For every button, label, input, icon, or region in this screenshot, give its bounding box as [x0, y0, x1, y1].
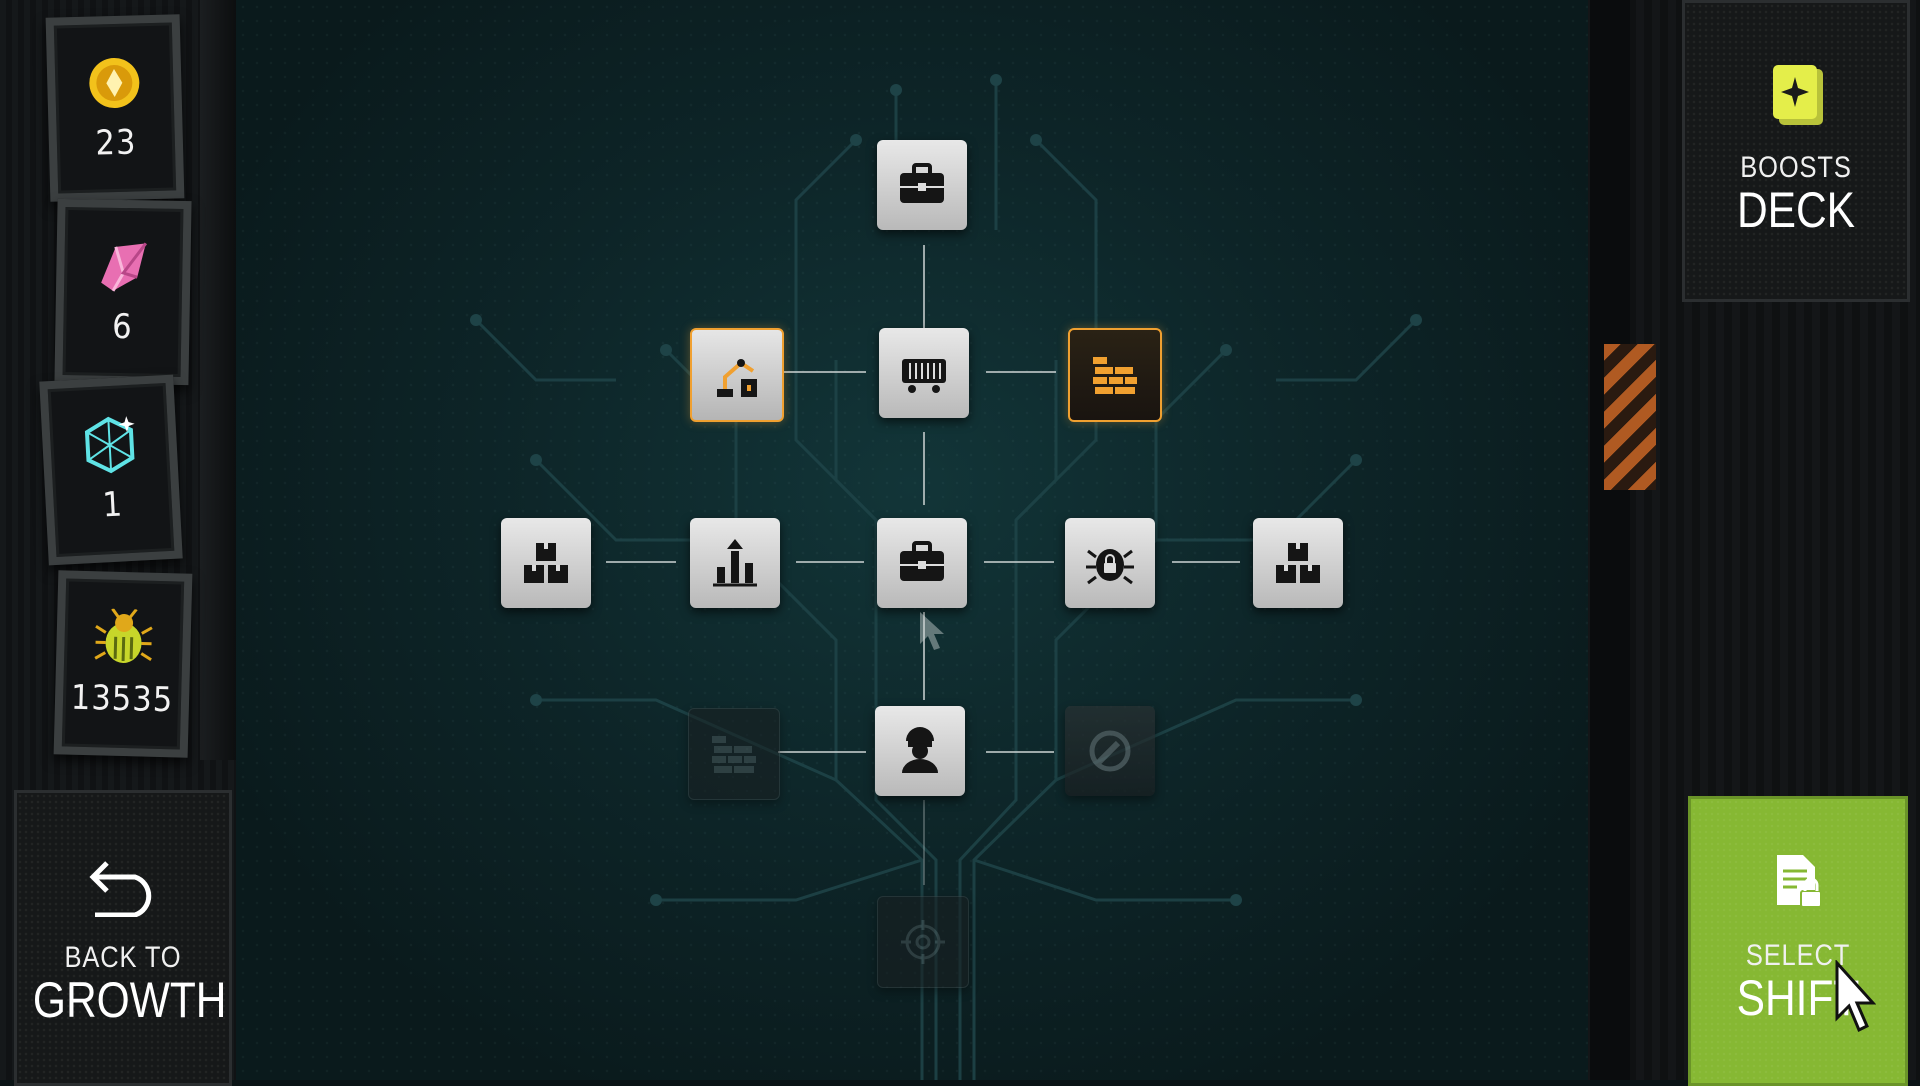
node-boxes-left[interactable] [501, 518, 591, 608]
node-robot-arm[interactable] [690, 328, 784, 422]
security-bug-icon [1086, 549, 1134, 585]
resource-coin: 23 [45, 14, 185, 202]
bricks-icon [1093, 357, 1137, 394]
node-conveyor[interactable] [879, 328, 969, 418]
node-boxes-right[interactable] [1253, 518, 1343, 608]
resource-shard: 6 [54, 198, 192, 386]
node-bricks-locked[interactable] [688, 708, 780, 800]
node-growth-chart[interactable] [690, 518, 780, 608]
back-arrow-icon [17, 853, 229, 922]
bricks-icon [712, 736, 756, 773]
coin-icon [84, 52, 146, 114]
briefcase-icon [900, 541, 944, 581]
boost-card-icon [1771, 65, 1825, 132]
rail-divider [1590, 0, 1630, 1080]
node-wrench-locked[interactable] [1065, 706, 1155, 796]
mouse-cursor-icon [1834, 959, 1877, 1041]
bar-chart-icon [713, 539, 757, 587]
node-security-bug[interactable] [1065, 518, 1155, 608]
circuit-traces [470, 74, 1422, 1080]
hazard-stripes [1604, 344, 1656, 490]
cursor-ghost-icon [918, 610, 946, 659]
select-label-line1: SELECT [1745, 939, 1851, 972]
back-label-line1: BACK TO [64, 941, 182, 974]
node-bricks-gold[interactable] [1068, 328, 1162, 422]
conveyor-icon [902, 359, 946, 393]
node-briefcase-center[interactable] [877, 518, 967, 608]
node-briefcase-top[interactable] [877, 140, 967, 230]
select-shift-button[interactable]: SELECT SHIFT [1688, 796, 1908, 1086]
resource-gem: 1 [39, 374, 183, 566]
coin-count: 23 [94, 122, 137, 164]
boosts-label-line2: DECK [1736, 182, 1856, 238]
resource-bug: 13535 [53, 570, 193, 758]
briefcase-icon [900, 163, 944, 203]
node-worker[interactable] [875, 706, 965, 796]
boosts-label-line1: BOOSTS [1740, 151, 1852, 184]
target-icon [901, 920, 945, 964]
wrench-icon [1089, 730, 1131, 772]
bug-icon [93, 608, 155, 670]
robot-arm-icon [717, 359, 757, 397]
boosts-deck-button[interactable]: BOOSTS DECK [1682, 0, 1910, 302]
boxes-icon [1276, 543, 1320, 583]
gem-icon [78, 414, 141, 477]
back-label-line2: GROWTH [32, 972, 227, 1028]
document-lock-icon [1773, 853, 1825, 916]
gem-count: 1 [101, 484, 125, 526]
worker-icon [902, 727, 938, 773]
crystal-shard-icon [93, 236, 154, 297]
node-root-target[interactable] [877, 896, 969, 988]
shard-count: 6 [111, 306, 133, 348]
bug-count: 13535 [70, 677, 174, 721]
back-to-growth-button[interactable]: BACK TO GROWTH [14, 790, 232, 1086]
boxes-icon [524, 543, 568, 583]
